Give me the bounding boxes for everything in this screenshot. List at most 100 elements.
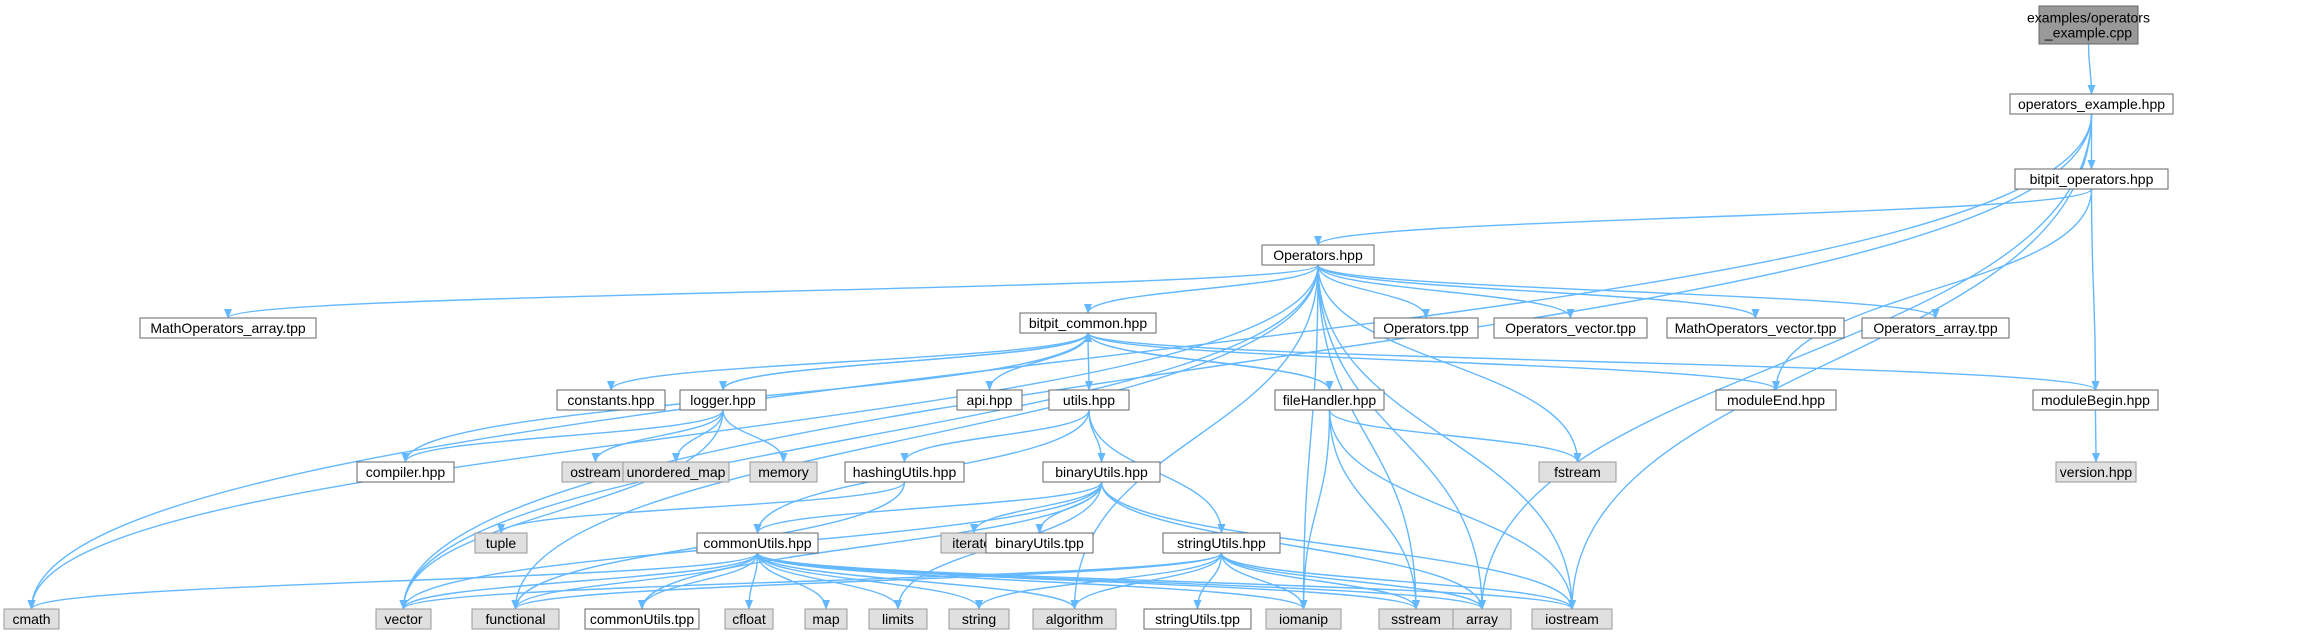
node-iomanip: iomanip — [1265, 608, 1342, 630]
edge-stringutils-to-string — [975, 552, 1223, 610]
node-functional: functional — [471, 608, 560, 630]
edge-opex-to-cmath — [27, 113, 2093, 610]
node-label: iostream — [1545, 611, 1599, 627]
node-root[interactable]: examples/operators_example.cpp — [2027, 5, 2150, 45]
node-ops_array[interactable]: Operators_array.tpp — [1861, 317, 2010, 339]
node-label: memory — [758, 464, 809, 480]
node-logger[interactable]: logger.hpp — [679, 389, 767, 411]
node-label: binaryUtils.tpp — [995, 535, 1084, 551]
node-stringutils_tpp[interactable]: stringUtils.tpp — [1143, 608, 1252, 630]
node-label: commonUtils.hpp — [703, 535, 811, 551]
node-box — [2038, 5, 2139, 45]
edge-commonutils-to-vector — [399, 552, 759, 610]
node-binaryutils[interactable]: binaryUtils.hpp — [1042, 461, 1161, 483]
node-label: compiler.hpp — [366, 464, 446, 480]
node-label: map — [812, 611, 839, 627]
nodes-layer: examples/operators_example.cpp operators_… — [3, 5, 2174, 630]
node-cmath: cmath — [3, 608, 60, 630]
edge-ops-to-fstream — [1317, 264, 1582, 463]
edge-ops-to-ops_array — [1317, 264, 1940, 319]
node-box — [1666, 317, 1845, 339]
edge-filehandler-to-fstream — [1328, 409, 1582, 463]
edge-hashingutils-to-tuple — [497, 481, 906, 534]
node-modulebegin[interactable]: moduleBegin.hpp — [2032, 389, 2159, 411]
node-compiler[interactable]: compiler.hpp — [356, 461, 455, 483]
node-stringutils[interactable]: stringUtils.hpp — [1162, 532, 1281, 554]
node-box — [2014, 168, 2169, 190]
node-box — [139, 317, 317, 339]
node-label: vector — [384, 611, 422, 627]
edge-stringutils-to-stringutils_tpp — [1193, 552, 1223, 610]
node-box — [1538, 461, 1617, 483]
node-mathops_vector[interactable]: MathOperators_vector.tpp — [1666, 317, 1845, 339]
node-box — [1261, 244, 1375, 266]
node-label: examples/operators — [2027, 10, 2150, 26]
node-version: version.hpp — [2055, 461, 2137, 483]
edge-commonutils-to-cmath — [27, 552, 759, 610]
node-moduleend[interactable]: moduleEnd.hpp — [1715, 389, 1837, 411]
edge-logger-to-compiler — [401, 409, 724, 463]
node-label: fileHandler.hpp — [1283, 392, 1377, 408]
node-label: operators_example.hpp — [2018, 96, 2165, 112]
node-constants[interactable]: constants.hpp — [556, 389, 666, 411]
node-box — [985, 532, 1094, 554]
node-box — [622, 461, 730, 483]
edge-ops-to-mathops_array — [224, 264, 1319, 319]
node-bitop[interactable]: bitpit_operators.hpp — [2014, 168, 2169, 190]
node-label: cmath — [12, 611, 50, 627]
node-label: _example.cpp — [2044, 25, 2132, 41]
edge-ops-to-ops_vector — [1317, 264, 1575, 319]
node-commonutils[interactable]: commonUtils.hpp — [696, 532, 819, 554]
node-label: iterator — [952, 535, 996, 551]
node-commonutils_tpp[interactable]: commonUtils.tpp — [584, 608, 700, 630]
node-opex[interactable]: operators_example.hpp — [2009, 93, 2174, 115]
node-box — [1048, 389, 1130, 411]
node-label: stringUtils.hpp — [1177, 535, 1266, 551]
node-box — [868, 608, 928, 630]
node-filehandler[interactable]: fileHandler.hpp — [1274, 389, 1385, 411]
node-string: string — [948, 608, 1010, 630]
node-box — [2032, 389, 2159, 411]
edge-commonutils-to-map — [756, 552, 830, 610]
edge-root-to-opex — [2087, 43, 2096, 95]
edge-logger-to-ostream — [591, 409, 724, 463]
node-box — [474, 532, 528, 554]
node-label: Operators_vector.tpp — [1505, 320, 1636, 336]
node-label: array — [1466, 611, 1498, 627]
node-label: stringUtils.tpp — [1155, 611, 1240, 627]
edge-bitcommon-to-moduleend — [1087, 332, 1780, 391]
node-label: ostream — [570, 464, 621, 480]
edge-ops-to-functional — [511, 264, 1319, 610]
node-label: logger.hpp — [690, 392, 756, 408]
node-box — [2055, 461, 2137, 483]
edge-stringutils-to-sstream — [1220, 552, 1420, 610]
node-sstream: sstream — [1378, 608, 1454, 630]
node-box — [1143, 608, 1252, 630]
edge-logger-to-unordered_map — [672, 409, 724, 463]
edge-ops-to-ops_tpp — [1317, 264, 1430, 319]
node-hashingutils[interactable]: hashingUtils.hpp — [844, 461, 965, 483]
node-iostream: iostream — [1531, 608, 1613, 630]
node-bitcommon[interactable]: bitpit_common.hpp — [1019, 312, 1157, 334]
node-box — [375, 608, 432, 630]
node-binaryutils_tpp[interactable]: binaryUtils.tpp — [985, 532, 1094, 554]
node-box — [3, 608, 60, 630]
node-utils[interactable]: utils.hpp — [1048, 389, 1130, 411]
node-mathops_array[interactable]: MathOperators_array.tpp — [139, 317, 317, 339]
node-vector: vector — [375, 608, 432, 630]
node-ops_vector[interactable]: Operators_vector.tpp — [1493, 317, 1648, 339]
node-box — [1162, 532, 1281, 554]
node-ops_tpp[interactable]: Operators.tpp — [1373, 317, 1479, 339]
node-api[interactable]: api.hpp — [956, 389, 1023, 411]
node-box — [471, 608, 560, 630]
node-ops[interactable]: Operators.hpp — [1261, 244, 1375, 266]
node-label: MathOperators_vector.tpp — [1675, 320, 1837, 336]
edge-commonutils-to-iomanip — [756, 552, 1308, 610]
node-label: string — [962, 611, 996, 627]
node-label: bitpit_operators.hpp — [2030, 171, 2154, 187]
edge-ops-to-sstream — [1317, 264, 1420, 610]
node-box — [948, 608, 1010, 630]
node-limits: limits — [868, 608, 928, 630]
node-label: cfloat — [732, 611, 766, 627]
edge-binaryutils-to-iostream — [1100, 481, 1576, 610]
